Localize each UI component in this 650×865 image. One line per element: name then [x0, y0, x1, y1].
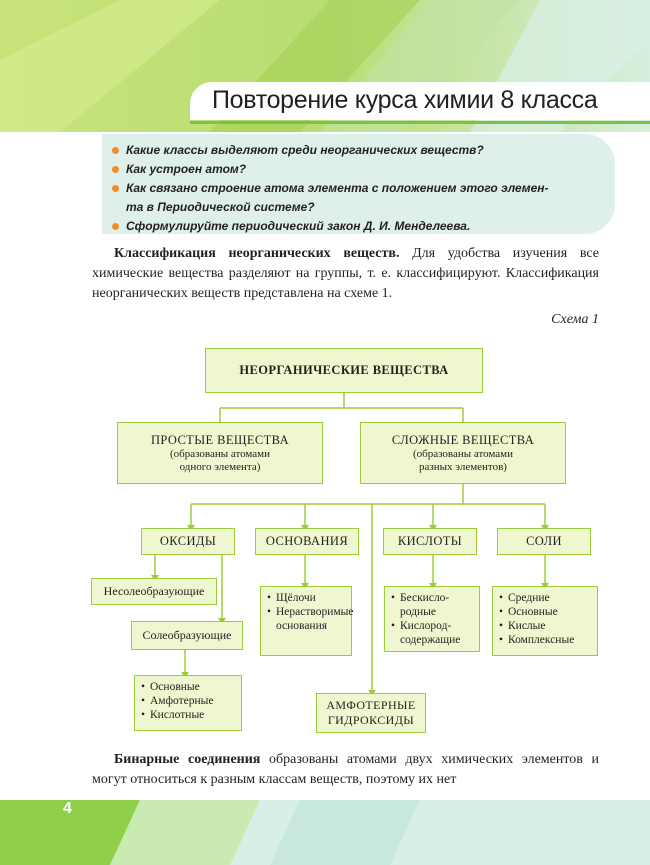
list-item: Основные — [499, 605, 591, 619]
question-item: Сформулируйте периодический закон Д. И. … — [112, 217, 549, 236]
non-salt-forming-box: Несолеобразующие — [91, 578, 217, 605]
list-item: Амфотерные — [141, 694, 235, 708]
questions-box — [102, 134, 615, 234]
closing-paragraph: Бинарные соединения образованы атомами д… — [92, 750, 599, 790]
acid-types-box: Бескисло-родные Кислород-содержащие — [384, 586, 480, 652]
question-item: Как связано строение атома элемента с по… — [112, 179, 549, 198]
list-item: Средние — [499, 591, 591, 605]
salt-types-box: Средние Основные Кислые Комплексные — [492, 586, 598, 656]
classification-diagram: НЕОРГАНИЧЕСКИЕ ВЕЩЕСТВА ПРОСТЫЕ ВЕЩЕСТВА… — [0, 340, 650, 740]
footer-band — [0, 800, 650, 865]
list-item: Кислород-содержащие — [391, 619, 473, 647]
diagram-connectors — [151, 393, 549, 696]
salt-forming-box: Солеобразующие — [131, 621, 243, 650]
list-item: Кислотные — [141, 708, 235, 722]
closing-bold: Бинарные соединения — [114, 752, 261, 767]
question-item-continuation: та в Периодической системе? — [126, 200, 315, 214]
list-item: Щёлочи — [267, 591, 345, 605]
intro-text: Для удобства изучения все химические вещ… — [92, 246, 599, 301]
list-item: Основные — [141, 680, 235, 694]
list-item: Бескисло-родные — [391, 591, 473, 619]
page-title: Повторение курса химии 8 класса — [212, 86, 598, 114]
question-item: Как устроен атом? — [112, 160, 549, 179]
bases-box: ОСНОВАНИЯ — [255, 528, 359, 555]
bullet-icon — [112, 223, 119, 230]
bullet-icon — [112, 185, 119, 192]
list-item: Кислые — [499, 619, 591, 633]
page-number: 4 — [63, 800, 72, 817]
oxides-box: ОКСИДЫ — [141, 528, 235, 555]
title-underline — [190, 121, 650, 124]
bullet-icon — [112, 147, 119, 154]
scheme-label: Схема 1 — [551, 312, 599, 327]
closing-text: образованы атомами двух химических элеме… — [92, 752, 599, 787]
review-questions: Какие классы выделяют среди неорганическ… — [112, 141, 549, 236]
title-bar — [190, 82, 650, 120]
salts-box: СОЛИ — [497, 528, 591, 555]
bullet-icon — [112, 166, 119, 173]
list-item: Комплексные — [499, 633, 591, 647]
intro-bold: Классификация неорганических веществ. — [114, 246, 400, 261]
root-box: НЕОРГАНИЧЕСКИЕ ВЕЩЕСТВА — [205, 348, 483, 393]
complex-substances-box: СЛОЖНЫЕ ВЕЩЕСТВА (образованы атомами раз… — [360, 422, 566, 484]
simple-substances-box: ПРОСТЫЕ ВЕЩЕСТВА (образованы атомами одн… — [117, 422, 323, 484]
intro-paragraph: Классификация неорганических веществ. Дл… — [92, 244, 599, 304]
amphoteric-hydroxides-box: АМФОТЕРНЫЕ ГИДРОКСИДЫ — [316, 693, 426, 733]
acids-box: КИСЛОТЫ — [383, 528, 477, 555]
header-banner — [0, 0, 650, 132]
question-item: Какие классы выделяют среди неорганическ… — [112, 141, 549, 160]
oxide-types-box: Основные Амфотерные Кислотные — [134, 675, 242, 731]
